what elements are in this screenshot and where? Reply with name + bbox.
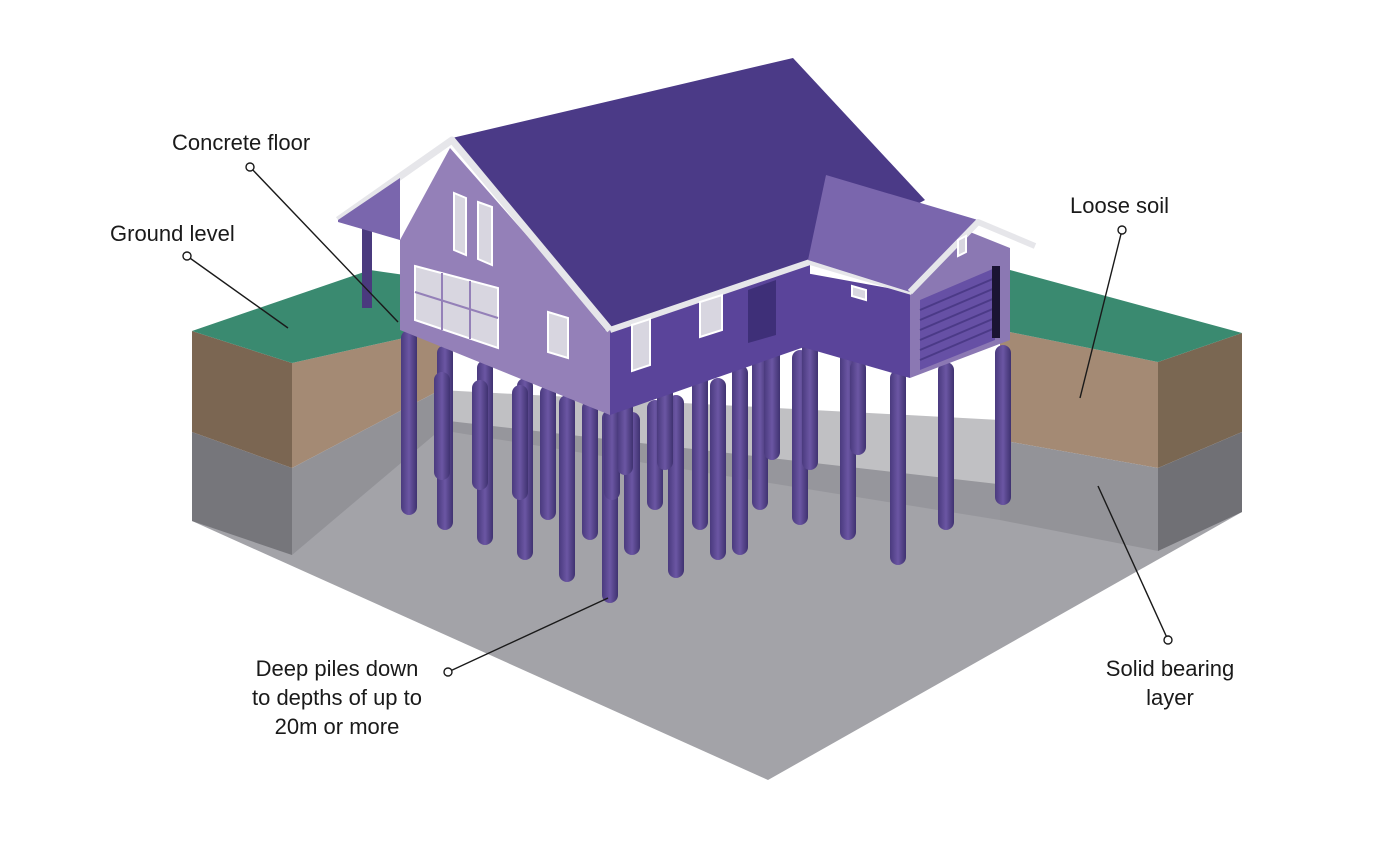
solid-bearing-line-1: Solid bearing — [1105, 656, 1235, 681]
pile — [764, 330, 780, 460]
loose-soil-label: Loose soil — [1070, 193, 1170, 218]
garage-roof-trim — [907, 219, 1037, 295]
ground-level-dot — [182, 251, 192, 261]
window-garage — [851, 284, 867, 302]
garage-door-frame — [992, 266, 1000, 338]
pile — [890, 370, 906, 565]
solid-bearing-label: Solid bearing layer — [1090, 654, 1250, 712]
porch-post — [362, 228, 372, 308]
deep-piles-leader — [447, 597, 609, 673]
deep-piles — [401, 330, 1011, 603]
front-door — [748, 280, 776, 343]
ground-level-label: Ground level — [110, 221, 235, 246]
loose-soil-left-face — [192, 331, 292, 468]
window-large — [414, 264, 499, 350]
bearing-layer-left-face — [192, 432, 292, 555]
pile — [434, 372, 450, 480]
grass-right — [1000, 270, 1242, 362]
roof-trim-eave — [609, 258, 913, 333]
grass-left — [192, 270, 440, 363]
concrete-floor-label: Concrete floor — [172, 130, 311, 155]
window-front-left — [631, 317, 651, 373]
deep-piles-line-2: to depths of up to — [251, 685, 423, 710]
garage-door-slats — [919, 277, 996, 361]
window-side — [547, 310, 569, 360]
garage-front-wall — [778, 268, 910, 378]
loose-soil-right-front — [1000, 330, 1158, 468]
pile — [995, 345, 1011, 505]
porch-roof — [338, 178, 400, 240]
pile — [692, 360, 708, 490]
deep-piles-line-1: Deep piles down — [255, 656, 419, 681]
pile — [938, 362, 954, 530]
solid-bearing-line-2: layer — [1146, 685, 1194, 710]
roof-trim-gable — [335, 136, 613, 333]
pile — [401, 330, 417, 515]
window-upper-right — [477, 200, 493, 267]
pile — [540, 385, 556, 520]
bearing-layer-right-face — [1158, 432, 1242, 551]
window-front-right — [699, 293, 723, 339]
deep-piles-dot — [443, 667, 453, 677]
solid-bearing-leader — [1097, 485, 1169, 641]
pile — [732, 365, 748, 555]
pile — [604, 398, 620, 500]
concrete-floor-leader — [249, 166, 399, 323]
ground-level-leader — [186, 255, 289, 329]
pile — [850, 360, 866, 455]
solid-bearing-dot — [1163, 635, 1173, 645]
leader-lines — [182, 162, 1173, 677]
windows — [414, 191, 967, 373]
loose-soil-leader — [1079, 229, 1123, 399]
window-large-mullions — [414, 273, 499, 339]
window-gable-garage — [957, 234, 967, 258]
bearing-layer-right-front — [1000, 440, 1158, 551]
pile — [582, 400, 598, 540]
deep-piles-label: Deep piles down to depths of up to 20m o… — [232, 654, 442, 741]
house — [335, 58, 1037, 415]
window-upper-left — [453, 191, 467, 257]
deep-piles-line-3: 20m or more — [274, 714, 400, 739]
pile — [710, 378, 726, 560]
pile — [472, 380, 488, 490]
pile — [802, 340, 818, 470]
garage-door — [920, 268, 995, 370]
concrete-floor-dot — [245, 162, 255, 172]
loose-soil-right-face — [1158, 333, 1242, 468]
pile — [512, 385, 528, 500]
loose-soil-dot — [1117, 225, 1127, 235]
pile — [657, 378, 673, 470]
pile — [559, 395, 575, 582]
